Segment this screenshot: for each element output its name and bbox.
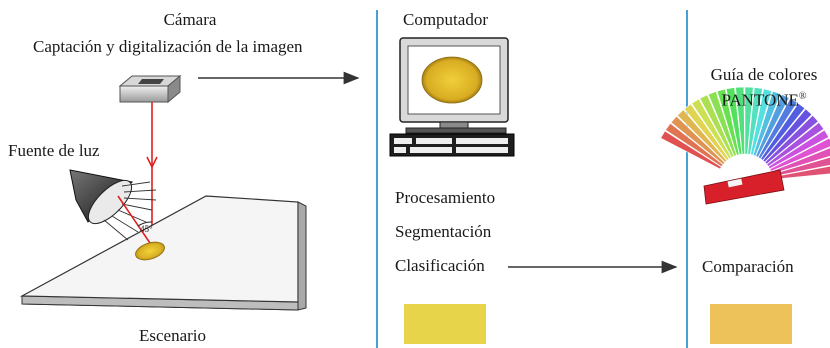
color-strip	[660, 130, 722, 170]
light-source-label: Fuente de luz	[8, 141, 100, 160]
guide-brand: PANTONE	[721, 90, 799, 110]
camera-icon	[118, 74, 182, 104]
color-strip	[768, 129, 830, 170]
color-guide-tag	[727, 178, 743, 188]
color-strip	[750, 88, 773, 156]
scene-platform	[19, 195, 307, 311]
processing-step-3: Clasificación	[395, 256, 485, 275]
registered-mark: ®	[798, 91, 807, 102]
color-strip	[699, 94, 735, 158]
color-strip	[755, 93, 790, 158]
computer-title: Computador	[403, 10, 488, 29]
color-guide-fan-icon	[660, 86, 830, 205]
color-strip	[764, 114, 819, 165]
processing-step-1: Procesamiento	[395, 188, 496, 207]
angle-label: 45°	[140, 224, 153, 234]
color-strip	[762, 108, 813, 163]
color-strip	[665, 122, 724, 168]
sample-on-platform	[135, 241, 165, 261]
color-strip	[769, 137, 830, 172]
color-strip	[752, 90, 782, 157]
color-strip	[683, 103, 730, 161]
color-strip	[735, 86, 745, 155]
color-strip	[760, 102, 806, 161]
color-strip	[744, 86, 754, 155]
guide-title-line1: Guía de colores	[710, 65, 818, 84]
pantone-match-swatch	[710, 304, 792, 344]
sample-color-swatch	[404, 304, 486, 344]
color-strip	[716, 88, 740, 156]
scene-label: Escenario	[139, 326, 207, 345]
guide-title-line2: PANTONE®	[700, 87, 828, 111]
color-strip	[766, 121, 825, 167]
comparison-label: Comparación	[702, 257, 794, 276]
color-strip	[691, 98, 732, 160]
color-guide-holder	[703, 169, 785, 205]
camera-subtitle: Captación y digitalización de la imagen	[33, 37, 303, 56]
computer-icon	[389, 37, 515, 157]
color-strip	[747, 87, 763, 155]
lamp-ray	[117, 195, 153, 247]
camera-title: Cámara	[163, 10, 217, 29]
angle-arc	[137, 221, 153, 227]
color-strip	[676, 109, 728, 163]
color-strip	[670, 115, 726, 165]
color-strip	[725, 87, 743, 155]
color-strip	[707, 91, 737, 157]
processing-step-2: Segmentación	[395, 222, 492, 241]
lamp-icon	[69, 169, 157, 241]
color-strip	[757, 97, 798, 160]
